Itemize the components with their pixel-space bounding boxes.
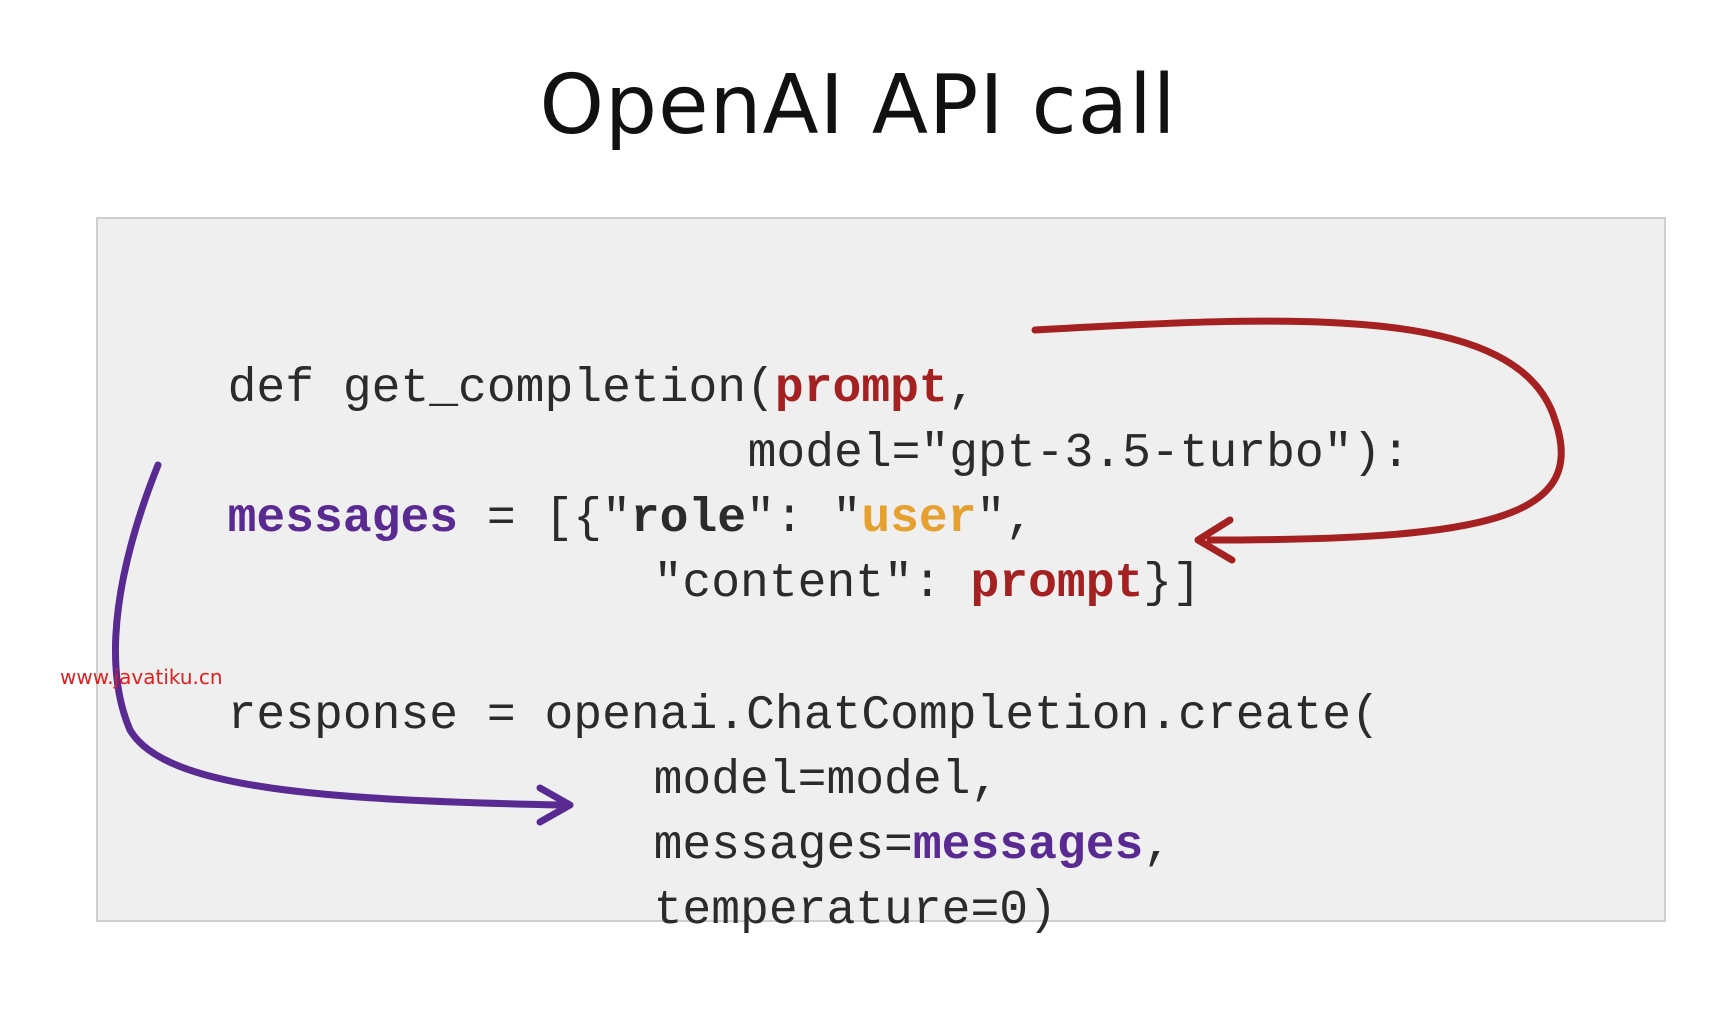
content-key: "content": (653, 557, 971, 611)
code-line-content: "content": prompt}] (596, 500, 1201, 612)
messages-variable: messages (227, 492, 459, 546)
slide-title: OpenAI API call (539, 58, 1177, 153)
code-quote-comma: ", (976, 492, 1035, 546)
code-comma: , (947, 362, 977, 416)
messages-argument-value: messages (912, 819, 1144, 873)
role-key: role (630, 492, 747, 546)
code-line-model-arg: model=model, (596, 697, 1000, 809)
prompt-reference: prompt (970, 557, 1144, 611)
model-argument: model=model, (653, 754, 1000, 808)
code-line-def: def get_completion(prompt, (170, 305, 977, 417)
code-line-temperature: temperature=0) (596, 827, 1057, 939)
user-value: user (861, 492, 977, 546)
temperature-argument: temperature=0) (653, 884, 1057, 938)
code-comma-2: , (1143, 819, 1173, 873)
code-def-signature: def get_completion( (227, 362, 775, 416)
watermark-text: www.javatiku.cn (60, 665, 223, 689)
code-close-brackets: }] (1143, 557, 1201, 611)
prompt-param: prompt (774, 362, 948, 416)
messages-argument-key: messages= (653, 819, 913, 873)
code-line-messages-arg: messages=messages, (596, 762, 1173, 874)
code-colon-quote: ": " (746, 492, 862, 546)
